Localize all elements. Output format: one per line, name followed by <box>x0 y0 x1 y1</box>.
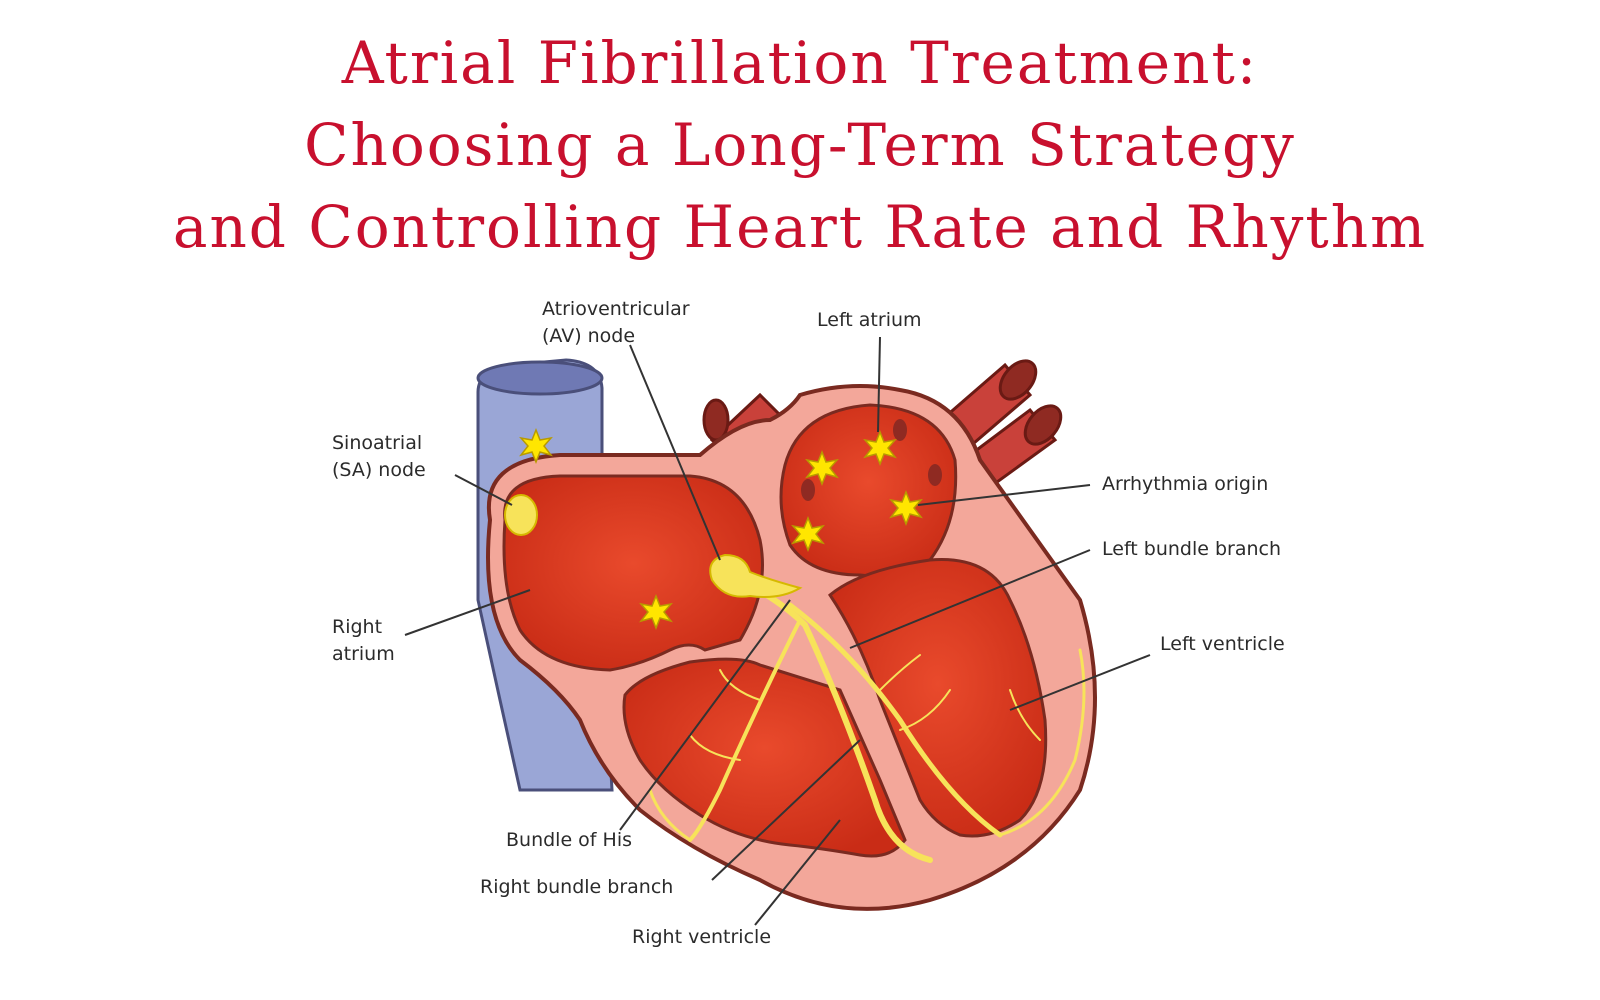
label-sa-node: Sinoatrial (SA) node <box>332 430 426 484</box>
sa-node <box>504 494 538 536</box>
title-line-3: and Controlling Heart Rate and Rhythm <box>172 193 1428 261</box>
conduction-system <box>648 577 1086 863</box>
left-atrium-chamber <box>779 403 958 578</box>
leader-lines <box>404 336 1151 926</box>
label-right-atrium-line-2: atrium <box>332 643 395 665</box>
label-left-atrium: Left atrium <box>817 309 922 331</box>
label-arrhythmia-origin: Arrhythmia origin <box>1102 473 1269 495</box>
star-icon <box>805 449 839 487</box>
label-right-atrium: Right atrium <box>332 614 395 668</box>
label-sa-node-line-1: Sinoatrial <box>332 432 423 454</box>
label-left-bundle-branch: Left bundle branch <box>1102 538 1282 560</box>
label-av-node-line-2: (AV) node <box>542 325 636 347</box>
label-av-node-line-1: Atrioventricular <box>542 298 690 320</box>
title-line-1: Atrial Fibrillation Treatment: <box>341 29 1259 97</box>
label-sa-node-line-2: (SA) node <box>332 459 426 481</box>
av-node <box>709 553 803 598</box>
title-line-2: Choosing a Long-Term Strategy <box>304 111 1296 179</box>
label-right-bundle-branch: Right bundle branch <box>480 876 674 898</box>
left-ventricle-chamber <box>828 558 1048 838</box>
arrhythmia-stars <box>519 427 923 631</box>
star-icon <box>519 427 553 465</box>
right-atrium-chamber <box>502 474 764 672</box>
star-icon <box>863 429 897 467</box>
right-ventricle-chamber <box>622 657 907 858</box>
label-bundle-of-his: Bundle of His <box>506 829 633 851</box>
star-icon <box>791 515 825 553</box>
slide-title: Atrial Fibrillation Treatment: Choosing … <box>0 22 1600 268</box>
star-icon <box>889 489 923 527</box>
label-right-ventricle: Right ventricle <box>632 926 772 948</box>
label-right-atrium-line-1: Right <box>332 616 383 638</box>
star-icon <box>639 593 673 631</box>
label-av-node: Atrioventricular (AV) node <box>542 296 690 350</box>
label-left-ventricle: Left ventricle <box>1160 633 1285 655</box>
